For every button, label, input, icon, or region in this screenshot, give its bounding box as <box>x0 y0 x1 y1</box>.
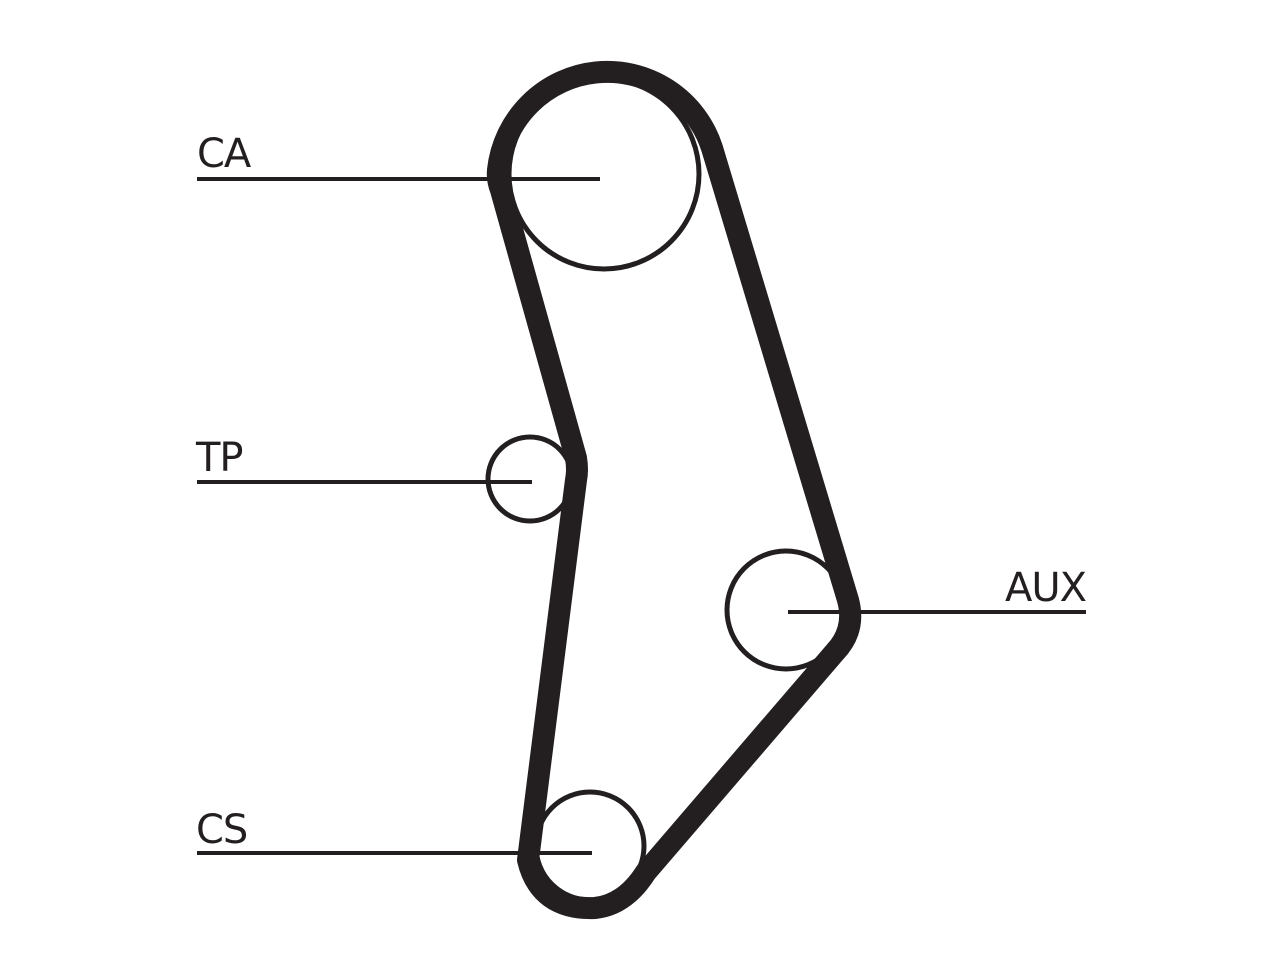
camshaft-pulley <box>506 76 702 272</box>
ca-label: CA <box>197 131 252 177</box>
cs-label: CS <box>196 807 247 853</box>
tensioner-pulley <box>485 434 575 524</box>
crankshaft-pulley <box>533 789 647 903</box>
aux-label: AUX <box>1005 565 1087 611</box>
timing-belt <box>486 60 862 920</box>
tp-label: TP <box>195 435 243 481</box>
